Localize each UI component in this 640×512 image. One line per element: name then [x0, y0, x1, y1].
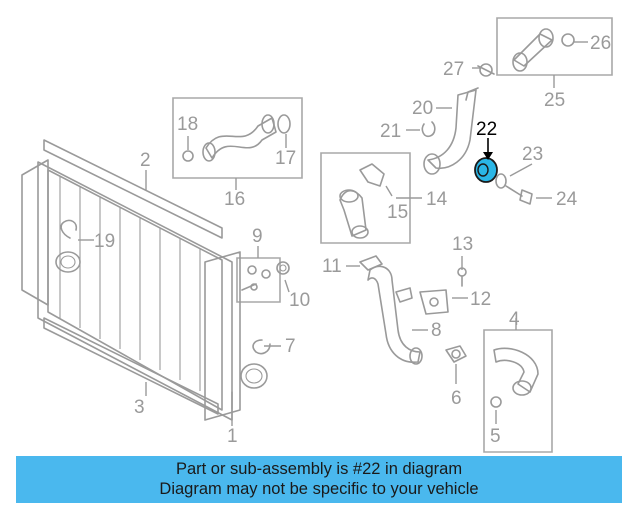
- callout-23: 23: [522, 144, 543, 165]
- bolt-13: [457, 267, 467, 287]
- upper-bracket: [43, 139, 223, 239]
- callout-10: 10: [289, 290, 310, 311]
- callout-12: 12: [470, 289, 491, 310]
- callout-22: 22: [476, 119, 497, 140]
- banner-line-1: Part or sub-assembly is #22 in diagram: [175, 460, 463, 478]
- callout-6: 6: [451, 388, 462, 409]
- seal-23: [495, 173, 507, 189]
- hose-4: [490, 347, 539, 408]
- bolt-set-9: [241, 265, 271, 291]
- group-box-14: [320, 152, 411, 244]
- clamp-21: [421, 121, 436, 138]
- callout-13: 13: [452, 234, 473, 255]
- callout-5: 5: [490, 426, 501, 447]
- callout-21: 21: [380, 121, 401, 142]
- bracket-12: [419, 289, 449, 315]
- info-banner: Part or sub-assembly is #22 in diagram D…: [16, 456, 622, 503]
- callout-8: 8: [431, 320, 442, 341]
- callout-9: 9: [252, 226, 263, 247]
- callout-11: 11: [322, 256, 342, 277]
- leader-22-arrowhead: [483, 152, 493, 160]
- lower-bracket: [43, 317, 219, 415]
- callout-15: 15: [387, 202, 408, 223]
- hose-15: [339, 163, 385, 239]
- clip-19: [60, 219, 78, 239]
- banner-line-2: Diagram may not be specific to your vehi…: [159, 480, 479, 498]
- callout-24: 24: [556, 189, 578, 210]
- callout-7: 7: [285, 336, 296, 357]
- callout-26: 26: [590, 33, 611, 54]
- hose-25: [512, 28, 575, 72]
- callout-27: 27: [443, 59, 464, 80]
- pipe-11: [359, 255, 423, 365]
- callout-2: 2: [140, 150, 151, 171]
- group-box-4: [483, 329, 553, 453]
- callout-19: 19: [94, 231, 115, 252]
- bolt-24: [505, 185, 533, 205]
- clamp-27: [477, 63, 495, 77]
- callout-1: 1: [227, 426, 238, 447]
- callout-18: 18: [177, 114, 198, 135]
- clamp-6: [445, 345, 467, 363]
- callout-4: 4: [509, 309, 520, 330]
- part-22-highlighted: [474, 157, 498, 183]
- clamp-10: [276, 261, 290, 275]
- clip-7: [252, 339, 271, 355]
- callout-14: 14: [426, 189, 448, 210]
- group-box-16: [172, 97, 303, 179]
- leader-lines: [78, 41, 588, 426]
- callout-3: 3: [134, 397, 145, 418]
- callout-17: 17: [275, 148, 296, 169]
- intercooler: [21, 139, 268, 421]
- hose-16: [182, 114, 291, 162]
- pipe-20: [423, 87, 479, 175]
- group-box-25: [496, 17, 613, 76]
- group-box-9: [236, 257, 281, 303]
- callout-16: 16: [224, 189, 245, 210]
- callout-25: 25: [544, 90, 565, 111]
- callout-20: 20: [412, 98, 433, 119]
